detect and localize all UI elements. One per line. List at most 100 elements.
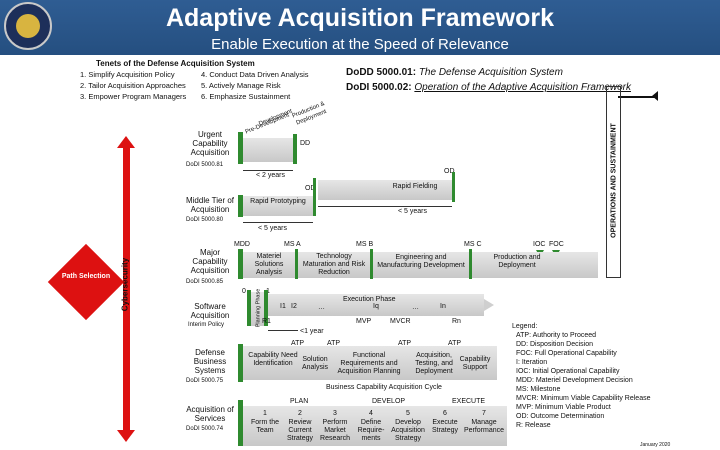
dbs-phase: Acquisition, Testing, and Deployment xyxy=(415,352,453,375)
cyber-arrow-down-icon xyxy=(117,430,135,442)
mca-phase-bar xyxy=(373,252,469,278)
mta-fielding-duration: < 5 years xyxy=(398,208,427,215)
mca-ref: DoDI 5000.85 xyxy=(186,279,224,285)
tenets-heading: Tenets of the Defense Acquisition System xyxy=(96,59,255,68)
cybersecurity-label: Cybersecurity xyxy=(120,257,130,312)
sw-iter-q: Iq xyxy=(373,303,379,310)
aos-step-text: Perform Market Research xyxy=(320,419,350,442)
uca-bar xyxy=(243,138,293,162)
dbs-phase: Capability Support xyxy=(459,356,491,371)
tenet-item: 1. Simplify Acquisition Policy xyxy=(80,70,175,79)
path-selection-diamond xyxy=(47,243,125,321)
mta-fielding-bar xyxy=(318,180,452,200)
mca-phase: Technology Maturation and Risk Reduction xyxy=(302,253,366,276)
aos-start-marker xyxy=(238,400,243,446)
date-label: January 2020 xyxy=(640,442,671,448)
aos-develop: DEVELOP xyxy=(372,398,406,405)
operations-sustainment-bar: OPERATIONS AND SUSTAINMENT xyxy=(606,86,621,278)
sw-mvcr: MVCR xyxy=(390,318,411,325)
sw-duration-line xyxy=(268,330,298,331)
uca-start-marker xyxy=(238,132,243,164)
legend-item: MS: Milestone xyxy=(516,386,561,393)
tenet-item: 4. Conduct Data Driven Analysis xyxy=(201,70,309,79)
cybersecurity-bar xyxy=(123,146,130,430)
uca-dd-label: DD xyxy=(300,140,311,147)
legend-item: IOC: Initial Operational Capability xyxy=(516,368,620,375)
page-title: Adaptive Acquisition Framework xyxy=(165,4,555,32)
mca-mdd: MDD xyxy=(234,241,250,248)
sw-milestone-0: 0 xyxy=(242,288,246,295)
mca-foc: FOC xyxy=(549,241,564,248)
mta-fielding-end-marker xyxy=(452,172,455,202)
mta-fielding-label: Rapid Fielding xyxy=(392,183,438,190)
aos-step-num: 7 xyxy=(482,410,486,417)
uca-duration-line xyxy=(243,170,293,171)
dbs-start-marker xyxy=(238,344,243,382)
mca-phase: Materiel Solutions Analysis xyxy=(254,253,284,276)
tenet-item: 3. Empower Program Managers xyxy=(80,92,187,101)
sw-release-1: R1 xyxy=(262,318,271,325)
mca-ms-a: MS A xyxy=(284,241,301,248)
legend-item: I: Iteration xyxy=(516,359,548,366)
aos-step-num: 2 xyxy=(298,410,302,417)
legend-item: DD: Disposition Decision xyxy=(516,341,594,348)
mca-ms-a-marker xyxy=(295,249,298,279)
aos-step-num: 4 xyxy=(369,410,373,417)
sw-exec-marker xyxy=(264,290,268,326)
sw-start-marker xyxy=(247,290,251,326)
sw-execution-label: Execution Phase xyxy=(343,296,396,303)
mca-ioc: IOC xyxy=(533,241,546,248)
aos-step-text: Execute Strategy xyxy=(431,419,459,434)
mca-mdd-marker xyxy=(238,249,243,279)
mta-ref: DoDI 5000.80 xyxy=(186,217,224,223)
tenet-item: 6. Emphasize Sustainment xyxy=(201,92,291,101)
tenet-item: 5. Actively Manage Risk xyxy=(201,81,281,90)
dodi-ref: DoDI 5000.02: Operation of the Adaptive … xyxy=(346,82,631,93)
dod-seal-icon xyxy=(4,2,52,50)
aos-step-text: Review Current Strategy xyxy=(286,419,314,442)
dbs-bar xyxy=(243,346,497,380)
dodi-text: Operation of the Adaptive Acquisition Fr… xyxy=(414,82,631,93)
dbs-ref: DoDI 5000.75 xyxy=(186,378,224,384)
mca-phase: Engineering and Manufacturing Developmen… xyxy=(377,254,465,269)
dbs-phase: Functional Requirements and Acquisition … xyxy=(337,352,401,375)
legend-item: R: Release xyxy=(516,422,551,429)
dbs-phase: Capability Need Identification xyxy=(248,352,298,367)
sw-execution-bar xyxy=(268,294,484,316)
mta-fielding-duration-line xyxy=(318,206,452,207)
uca-ref: DoDI 5000.81 xyxy=(186,162,224,168)
dbs-phase: Solution Analysis xyxy=(301,356,329,371)
legend-item: MVP: Minimum Viable Product xyxy=(516,404,611,411)
sw-iter-n: In xyxy=(440,303,446,310)
mca-phase-bar xyxy=(243,252,295,278)
dbs-atp: ATP xyxy=(448,340,462,347)
operations-label: OPERATIONS AND SUSTAINMENT xyxy=(610,123,618,238)
aos-label: Acquisition of Services xyxy=(186,405,234,423)
mta-start-marker xyxy=(238,195,243,217)
aos-step-text: Form the Team xyxy=(250,419,279,434)
mta-prototyping-label: Rapid Prototyping xyxy=(250,198,306,205)
dbs-cycle-label: Business Capability Acquisition Cycle xyxy=(326,384,442,391)
mta-od-mid: OD xyxy=(305,185,316,192)
sw-dots: … xyxy=(318,304,325,311)
arrowhead-icon xyxy=(652,91,658,101)
legend-item: FOC: Full Operational Capability xyxy=(516,350,617,357)
aos-execute: EXECUTE xyxy=(452,398,486,405)
sw-arrow-icon xyxy=(484,299,494,311)
sw-iter-2: I2 xyxy=(291,303,297,310)
connector-line xyxy=(618,96,656,98)
page-subtitle: Enable Execution at the Speed of Relevan… xyxy=(211,36,509,53)
sw-dots: … xyxy=(412,304,419,311)
mca-phase-bar xyxy=(472,252,598,278)
dbs-atp: ATP xyxy=(398,340,412,347)
sw-ref: Interim Policy xyxy=(188,322,225,328)
aos-step-num: 6 xyxy=(443,410,447,417)
aos-step-num: 3 xyxy=(333,410,337,417)
path-selection-label: Path Selection xyxy=(61,273,111,280)
dodd-text: The Defense Acquisition System xyxy=(418,67,563,78)
aos-step-num: 1 xyxy=(263,410,267,417)
mta-proto-duration-line xyxy=(243,222,313,223)
aos-plan: PLAN xyxy=(290,398,309,405)
aos-ref: DoDI 5000.74 xyxy=(186,426,224,432)
mta-prototyping-bar xyxy=(243,196,313,216)
